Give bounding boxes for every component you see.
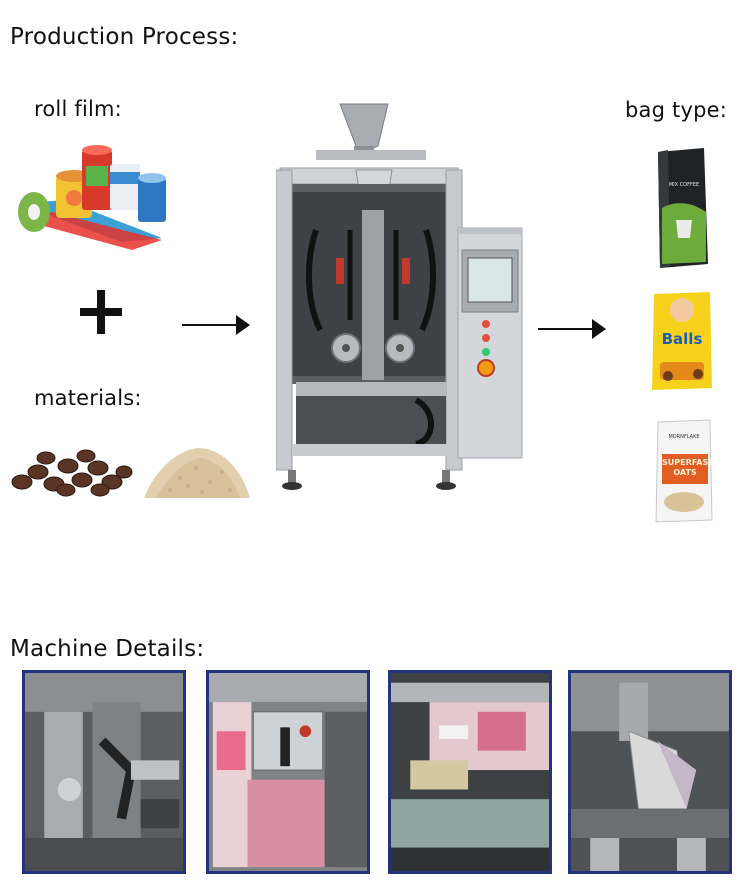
oats-bag-text: SUPERFAST OATS <box>662 458 714 477</box>
roll-film-image <box>18 145 166 250</box>
oats-bag-brand: MORNFLAKE <box>668 434 700 440</box>
bag-type-label: bag type: <box>625 98 727 122</box>
materials-label: materials: <box>34 386 142 410</box>
detail-photo-2 <box>206 670 370 874</box>
detail-photo-4 <box>568 670 732 874</box>
production-process-title: Production Process: <box>10 24 239 50</box>
arrow-right-icon <box>182 315 250 335</box>
packaging-machine-image <box>276 103 523 490</box>
machine-details-title: Machine Details: <box>10 636 205 662</box>
coffee-beans-image <box>11 449 133 497</box>
detail-photo-3 <box>388 670 552 874</box>
plus-icon <box>80 290 122 334</box>
coffee-bag-image: MIX COFFEE <box>652 146 710 270</box>
powder-heap-image <box>144 448 250 498</box>
roll-film-label: roll film: <box>34 97 122 121</box>
cereal-bag-text: Balls <box>661 330 703 348</box>
cereal-bag-image: Balls <box>650 290 714 392</box>
coffee-bag-text: MIX COFFEE <box>668 182 700 188</box>
arrow-right-icon <box>538 319 606 339</box>
oats-bag-image: MORNFLAKE SUPERFAST OATS <box>654 418 714 524</box>
detail-photo-1 <box>22 670 186 874</box>
